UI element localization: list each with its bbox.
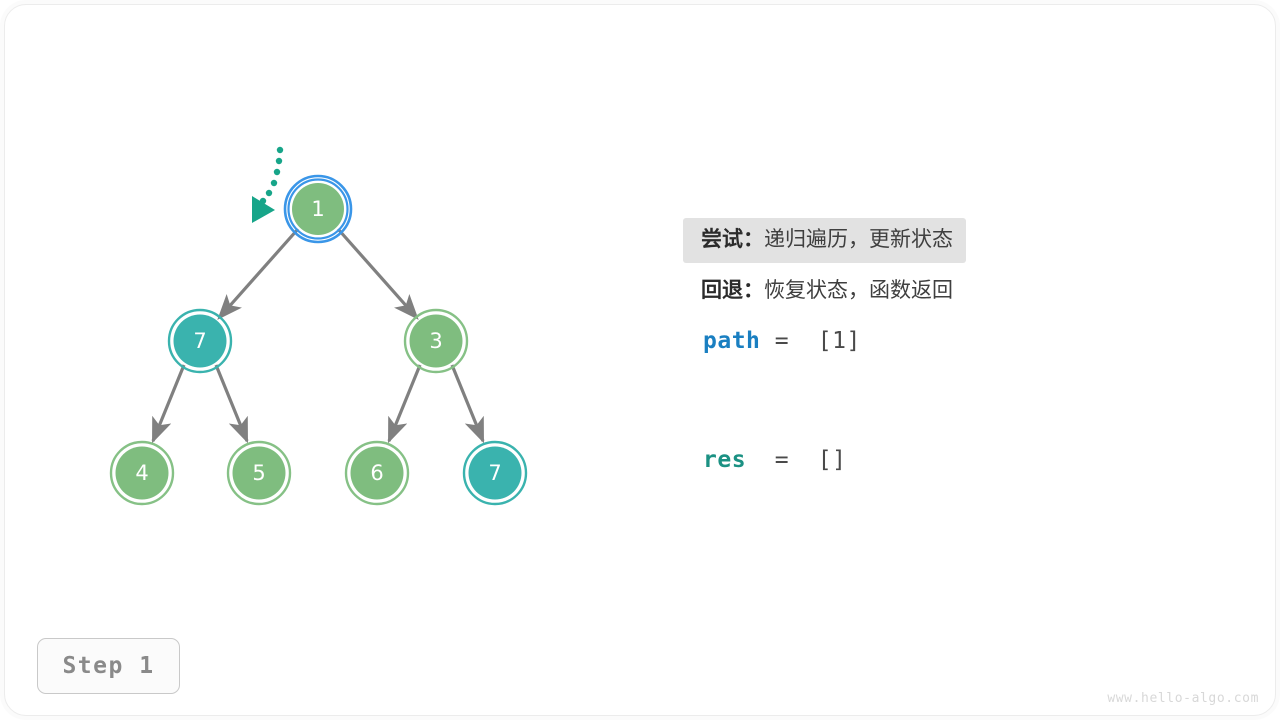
attempt-value: 递归遍历，更新状态 <box>764 227 953 251</box>
node-1-label: 1 <box>311 197 324 221</box>
tree-node-1[interactable]: 1 <box>283 174 353 244</box>
node-1-body <box>292 183 344 235</box>
node-6-body <box>350 446 404 500</box>
node-3-label: 3 <box>429 329 442 353</box>
attempt-line: 尝试：递归遍历，更新状态 <box>683 218 966 263</box>
node-6-label: 6 <box>370 461 383 485</box>
edge-7-to-5 <box>214 364 249 444</box>
node-6-ring <box>344 440 410 506</box>
node-7-right-body <box>468 446 522 500</box>
node-5-body <box>232 446 286 500</box>
edge-7-to-4 <box>151 364 186 444</box>
attempt-label: 尝试： <box>701 227 764 251</box>
node-1-inner-ring <box>287 178 349 240</box>
tree-node-7-left[interactable]: 7 <box>167 308 233 374</box>
path-state-line: path = [1] <box>703 328 861 354</box>
tree-node-5[interactable]: 5 <box>226 440 292 506</box>
node-4-label: 4 <box>135 461 148 485</box>
node-5-ring <box>226 440 292 506</box>
edge-3-to-6 <box>387 364 422 444</box>
res-variable-name: res <box>703 447 747 473</box>
backtrack-value: 恢复状态，函数返回 <box>764 278 953 302</box>
node-7-right-ring <box>462 440 528 506</box>
path-variable-name: path <box>703 328 761 354</box>
node-7-left-ring <box>167 308 233 374</box>
backtrack-line-wrapper: 回退：恢复状态，函数返回 <box>683 269 966 314</box>
backtrack-line: 回退：恢复状态，函数返回 <box>683 269 966 314</box>
path-variable-value: = [1] <box>760 328 861 354</box>
node-1-active-ring <box>283 174 353 244</box>
tree-edges <box>151 227 485 444</box>
step-badge-label: Step 1 <box>62 653 155 679</box>
step-badge: Step 1 <box>37 638 180 694</box>
node-3-ring <box>403 308 469 374</box>
node-4-ring <box>109 440 175 506</box>
node-7-right-label: 7 <box>488 461 501 485</box>
node-3-body <box>409 314 463 368</box>
tree-node-7-right[interactable]: 7 <box>462 440 528 506</box>
binary-tree-diagram: 1 7 3 4 5 6 7 <box>109 146 528 506</box>
tree-node-6[interactable]: 6 <box>344 440 410 506</box>
backtrack-label: 回退： <box>701 278 764 302</box>
node-4-body <box>115 446 169 500</box>
res-state-line: res = [] <box>703 447 846 473</box>
tree-node-3[interactable]: 3 <box>403 308 469 374</box>
attempt-line-wrapper: 尝试：递归遍历，更新状态 <box>683 218 966 263</box>
recursion-pointer-icon <box>252 146 284 223</box>
node-7-left-label: 7 <box>193 329 206 353</box>
site-watermark: www.hello-algo.com <box>1107 691 1259 706</box>
node-7-left-body <box>173 314 227 368</box>
edge-1-to-3 <box>336 227 419 320</box>
node-5-label: 5 <box>252 461 265 485</box>
edge-1-to-7 <box>217 227 300 320</box>
res-variable-value: = [] <box>746 447 847 473</box>
tree-node-4[interactable]: 4 <box>109 440 175 506</box>
edge-3-to-7 <box>450 364 485 444</box>
